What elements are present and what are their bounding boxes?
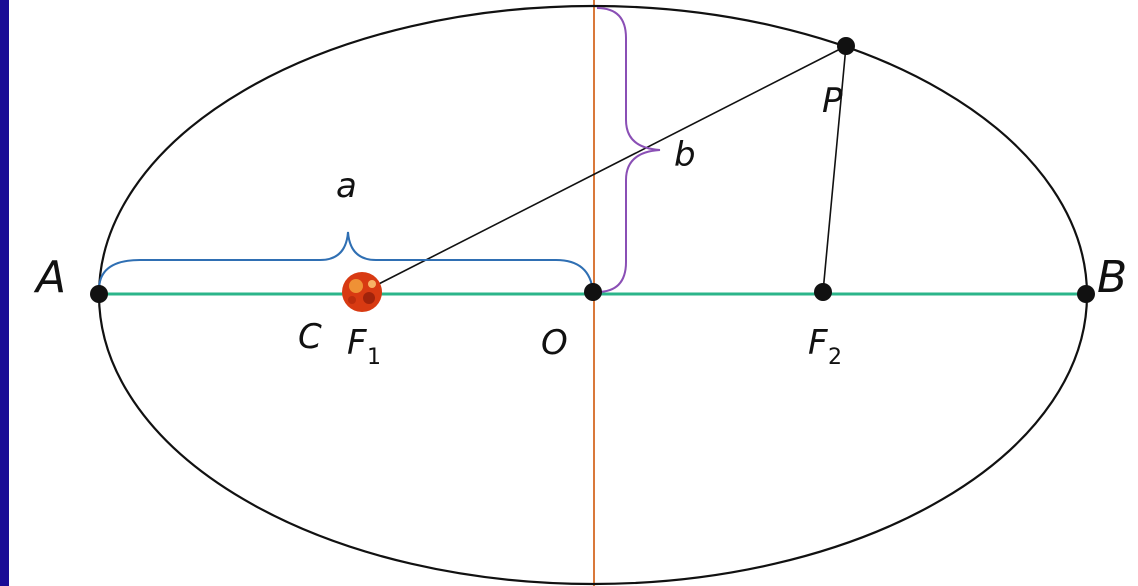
label-a-point: A [33, 252, 66, 303]
point-a [90, 285, 108, 303]
label-semi-minor-b: b [674, 135, 696, 175]
line-f1-p [362, 45, 847, 293]
label-c-point: C [298, 317, 322, 357]
point-p [837, 37, 855, 55]
point-b [1077, 285, 1095, 303]
point-f2 [814, 283, 832, 301]
label-b-point: B [1097, 252, 1127, 303]
label-f1-main: F [347, 323, 367, 363]
label-p-point: P [822, 81, 843, 121]
sun-icon [342, 272, 382, 312]
line-f2-p [822, 45, 847, 293]
label-semi-major-a: a [336, 166, 357, 206]
label-o-point: O [541, 323, 568, 363]
label-f2-main: F [808, 323, 828, 363]
label-f2-sub: 2 [828, 345, 842, 370]
brace-a [98, 231, 594, 293]
label-f1-sub: 1 [367, 345, 381, 370]
brace-b [596, 7, 661, 293]
point-o [584, 283, 602, 301]
